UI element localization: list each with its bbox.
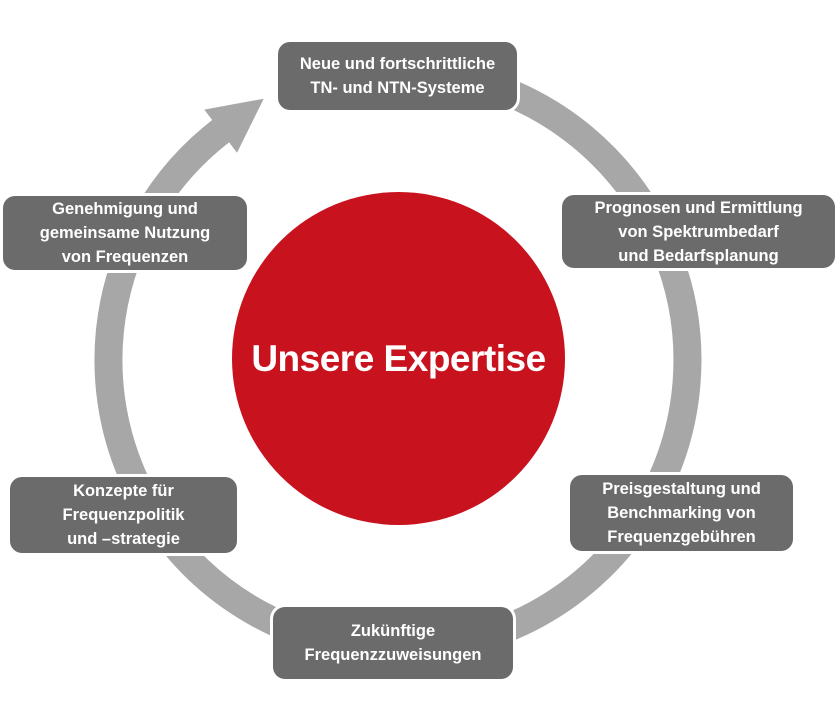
node-pricing-benchmarking: Preisgestaltung und Benchmarking von Fre… — [570, 475, 793, 551]
node-future-frequency-allocations: Zukünftige Frequenzzuweisungen — [273, 607, 513, 679]
node-tn-ntn-systems: Neue und fortschrittliche TN- und NTN-Sy… — [278, 42, 517, 110]
node-frequency-policy-concepts: Konzepte für Frequenzpolitik und –strate… — [10, 477, 237, 553]
arrowhead-icon — [204, 98, 264, 153]
node-licensing-frequency-sharing: Genehmigung und gemeinsame Nutzung von F… — [3, 196, 247, 270]
cycle-arc — [94, 56, 702, 664]
center-circle: Unsere Expertise — [232, 192, 565, 525]
node-spectrum-forecast: Prognosen und Ermittlung von Spektrumbed… — [562, 195, 835, 268]
center-title: Unsere Expertise — [251, 337, 546, 379]
